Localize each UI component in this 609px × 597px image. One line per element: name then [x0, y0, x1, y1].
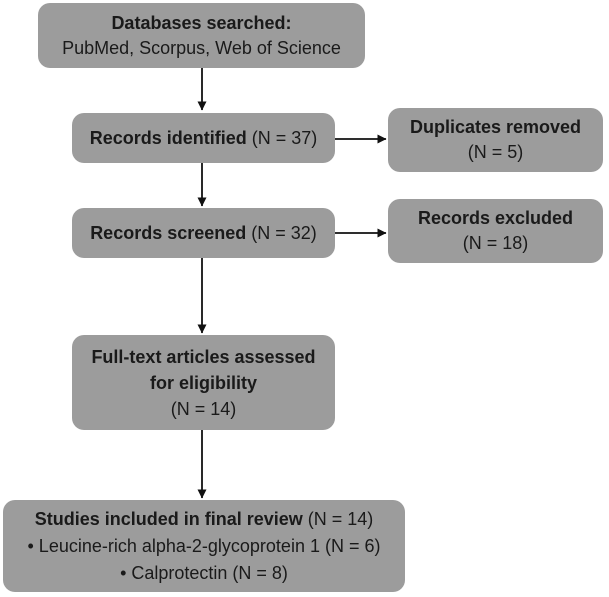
fulltext-label-line2: for eligibility — [149, 372, 257, 393]
node-records-identified: Records identified (N = 37) — [72, 113, 335, 163]
node-records-screened: Records screened (N = 32) — [72, 208, 335, 258]
node-duplicates-removed: Duplicates removed (N = 5) — [388, 108, 603, 172]
node-records-excluded: Records excluded (N = 18) — [388, 199, 603, 263]
duplicates-removed-label: Duplicates removed — [409, 117, 582, 137]
records-identified-label: Records identified (N = 37) — [89, 127, 318, 148]
included-title: Studies included in final review (N = 14… — [34, 508, 374, 529]
records-excluded-count: (N = 18) — [462, 233, 529, 253]
duplicates-removed-count: (N = 5) — [467, 142, 524, 162]
included-item-lrg1: • Leucine-rich alpha-2-glycoprotein 1 (N… — [27, 535, 381, 556]
node-studies-included: Studies included in final review (N = 14… — [3, 500, 405, 592]
databases-title: Databases searched: — [111, 12, 292, 33]
fulltext-count: (N = 14) — [170, 398, 237, 419]
node-fulltext-assessed: Full-text articles assessed for eligibil… — [72, 335, 335, 430]
records-excluded-label: Records excluded — [417, 208, 574, 228]
node-databases-searched: Databases searched: PubMed, Scorpus, Web… — [38, 3, 365, 68]
fulltext-label-line1: Full-text articles assessed — [91, 346, 316, 367]
records-screened-label: Records screened (N = 32) — [90, 222, 317, 243]
databases-list: PubMed, Scorpus, Web of Science — [62, 37, 341, 58]
included-item-calprotectin: • Calprotectin (N = 8) — [120, 562, 288, 583]
